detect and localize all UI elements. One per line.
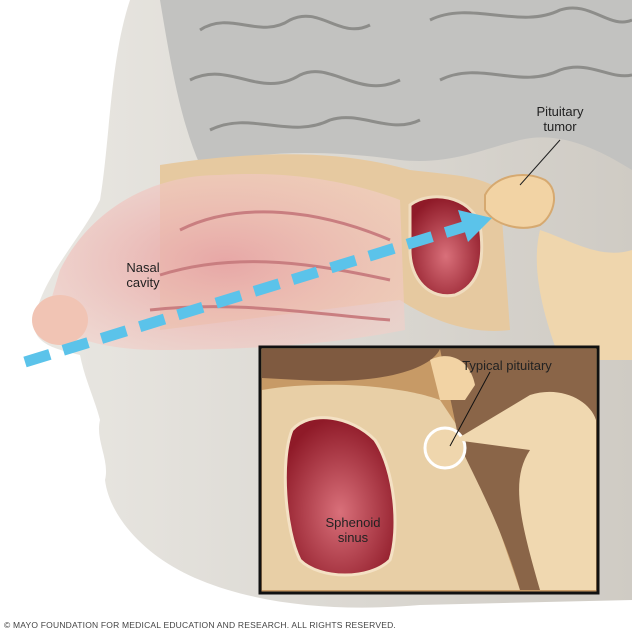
- brainstem: [536, 230, 632, 360]
- sphenoid-sinus-main: [408, 195, 484, 298]
- pituitary-tumor-shape: [484, 174, 555, 229]
- turbinates: [149, 210, 391, 322]
- brain: [160, 0, 632, 170]
- brain-folds: [189, 6, 632, 132]
- arrow-head: [458, 210, 492, 242]
- label-typical-pituitary: Typical pituitary: [462, 358, 552, 373]
- label-sphenoid-sinus: Sphenoid sinus: [325, 515, 381, 545]
- nose: [32, 295, 88, 345]
- label-pituitary-tumor: Pituitary tumor: [536, 104, 584, 134]
- inset-panel: [258, 345, 600, 595]
- label-nasal-cavity: Nasal cavity: [126, 260, 160, 290]
- copyright-notice: © MAYO FOUNDATION FOR MEDICAL EDUCATION …: [4, 620, 396, 630]
